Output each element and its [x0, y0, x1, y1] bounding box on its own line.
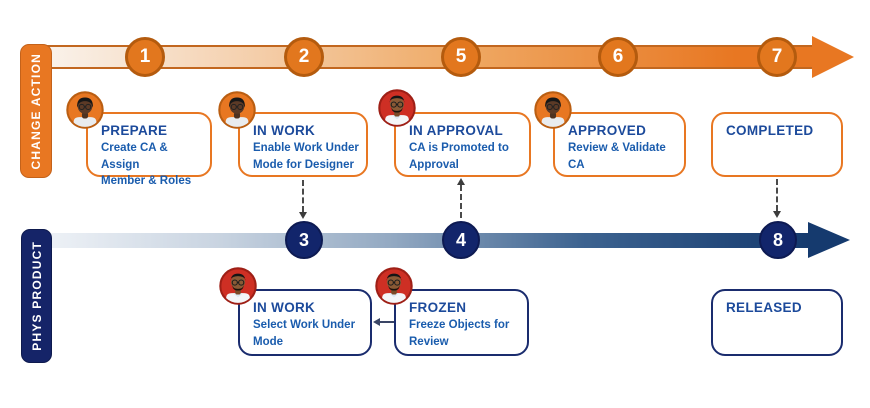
avatar-man-icon	[375, 267, 413, 305]
milestone-2: 2	[284, 37, 324, 77]
stage-in-work-phys: IN WORK Select Work Under Mode	[238, 289, 372, 356]
milestone-5: 5	[441, 37, 481, 77]
connector-arrow-up-icon	[456, 178, 465, 185]
track-label-text: PHYS PRODUCT	[29, 241, 44, 351]
phys-product-timeline-bar	[50, 233, 810, 248]
connector-arrow-down-icon	[772, 211, 781, 218]
bidirectional-arrow-left-icon	[373, 317, 380, 326]
connector-arrow-down-icon	[298, 212, 307, 219]
stage-completed: COMPLETED	[711, 112, 843, 177]
stage-desc: Create CA & Assign Member & Roles	[101, 142, 192, 188]
stage-title: RELEASED	[726, 300, 802, 315]
connector-line	[460, 185, 462, 218]
track-label-change-action: CHANGE ACTION	[20, 44, 52, 178]
stage-released: RELEASED	[711, 289, 843, 356]
stage-desc: Enable Work Under Mode for Designer	[253, 142, 359, 171]
connector-line	[776, 179, 778, 211]
stage-title: IN WORK	[253, 300, 316, 315]
milestone-4: 4	[442, 221, 480, 259]
connector-line	[302, 180, 304, 212]
milestone-7: 7	[757, 37, 797, 77]
stage-title: IN WORK	[253, 123, 316, 138]
stage-prepare: PREPARE Create CA & Assign Member & Role…	[86, 112, 212, 187]
stage-desc: Select Work Under Mode	[253, 319, 356, 348]
stage-title: IN APPROVAL	[409, 123, 504, 138]
bidirectional-arrow-line	[378, 321, 395, 323]
track-label-phys-product: PHYS PRODUCT	[21, 229, 52, 363]
phys-product-arrowhead-icon	[808, 222, 850, 258]
track-label-text: CHANGE ACTION	[29, 52, 43, 170]
stage-in-approval: IN APPROVAL CA is Promoted to Approval	[394, 112, 531, 177]
milestone-6: 6	[598, 37, 638, 77]
avatar-man-icon	[378, 89, 416, 127]
avatar-man-icon	[219, 267, 257, 305]
avatar-woman-icon	[66, 91, 104, 129]
milestone-3: 3	[285, 221, 323, 259]
stage-desc: Freeze Objects for Review	[409, 319, 510, 348]
milestone-1: 1	[125, 37, 165, 77]
stage-in-work-ca: IN WORK Enable Work Under Mode for Desig…	[238, 112, 368, 177]
stage-frozen: FROZEN Freeze Objects for Review	[394, 289, 529, 356]
stage-title: APPROVED	[568, 123, 647, 138]
stage-title: FROZEN	[409, 300, 467, 315]
stage-desc: CA is Promoted to Approval	[409, 142, 509, 171]
avatar-woman-icon	[218, 91, 256, 129]
stage-title: COMPLETED	[726, 123, 814, 138]
stage-approved: APPROVED Review & Validate CA	[553, 112, 686, 177]
stage-desc: Review & Validate CA	[568, 142, 666, 171]
avatar-woman-icon	[534, 91, 572, 129]
milestone-8: 8	[759, 221, 797, 259]
stage-title: PREPARE	[101, 123, 168, 138]
change-action-arrowhead-icon	[812, 36, 854, 78]
